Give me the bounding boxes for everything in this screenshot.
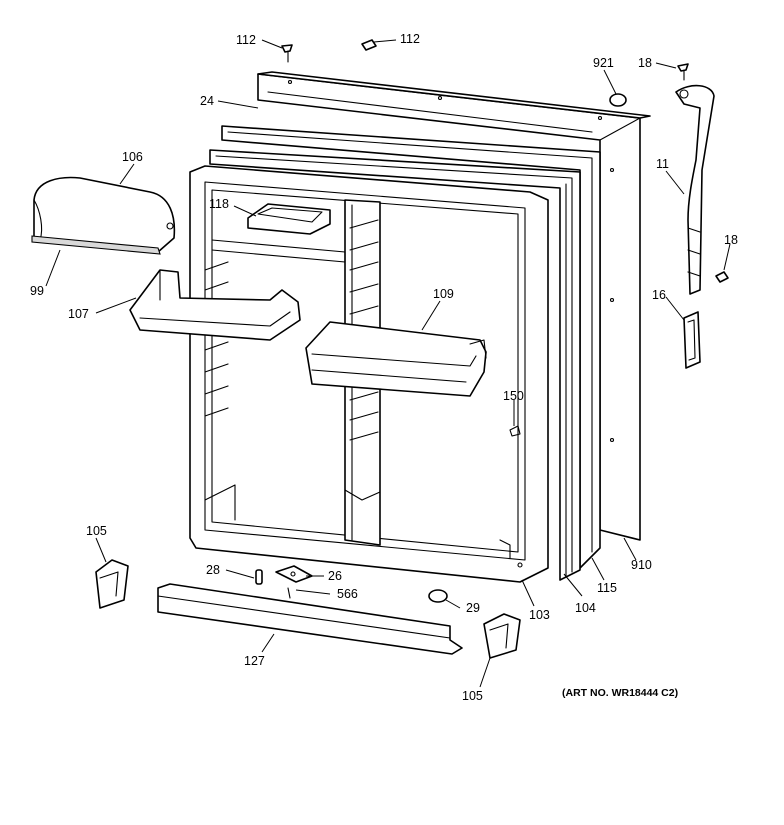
callout-921: 921	[593, 56, 614, 70]
door-gasket-layers	[209, 125, 601, 581]
callout-115: 115	[597, 581, 617, 595]
door-shelf-left[interactable]	[129, 269, 301, 341]
door-handle[interactable]	[675, 84, 715, 295]
door-bin-right[interactable]	[305, 321, 487, 397]
callout-112-left: 112	[236, 33, 256, 47]
callout-16: 16	[652, 288, 666, 302]
shelf-ribs	[204, 219, 379, 441]
dairy-shelf-small[interactable]	[247, 203, 331, 235]
bottom-trim-strip	[157, 583, 463, 655]
callout-labels: 112 112 24 921 18 18 11 16 106 99 118 10…	[30, 32, 738, 703]
callout-109: 109	[433, 287, 454, 301]
art-number: (ART NO. WR18444 C2)	[562, 687, 678, 699]
callout-118: 118	[209, 197, 229, 211]
callout-107: 107	[68, 307, 89, 321]
handle-trim	[683, 311, 701, 369]
callout-105-right: 105	[462, 689, 483, 703]
callout-910: 910	[631, 558, 652, 572]
callout-99: 99	[30, 284, 44, 298]
callout-11: 11	[656, 157, 669, 171]
callout-29: 29	[466, 601, 480, 615]
callout-24: 24	[200, 94, 214, 108]
callout-127: 127	[244, 654, 265, 668]
callout-106: 106	[122, 150, 143, 164]
callout-566: 566	[337, 587, 358, 601]
callout-150: 150	[503, 389, 524, 403]
hinge-cover-left[interactable]	[95, 559, 129, 609]
callout-112-right: 112	[400, 32, 420, 46]
callout-103: 103	[529, 608, 550, 622]
callout-18-right: 18	[724, 233, 738, 247]
callout-28: 28	[206, 563, 220, 577]
dairy-compartment-door[interactable]	[31, 176, 176, 255]
callout-105-left: 105	[86, 524, 107, 538]
callout-18-top: 18	[638, 56, 652, 70]
callout-104: 104	[575, 601, 596, 615]
callout-26: 26	[328, 569, 342, 583]
screws	[281, 39, 729, 437]
leader-lines	[45, 39, 731, 688]
hinge-cover-right[interactable]	[483, 613, 521, 659]
